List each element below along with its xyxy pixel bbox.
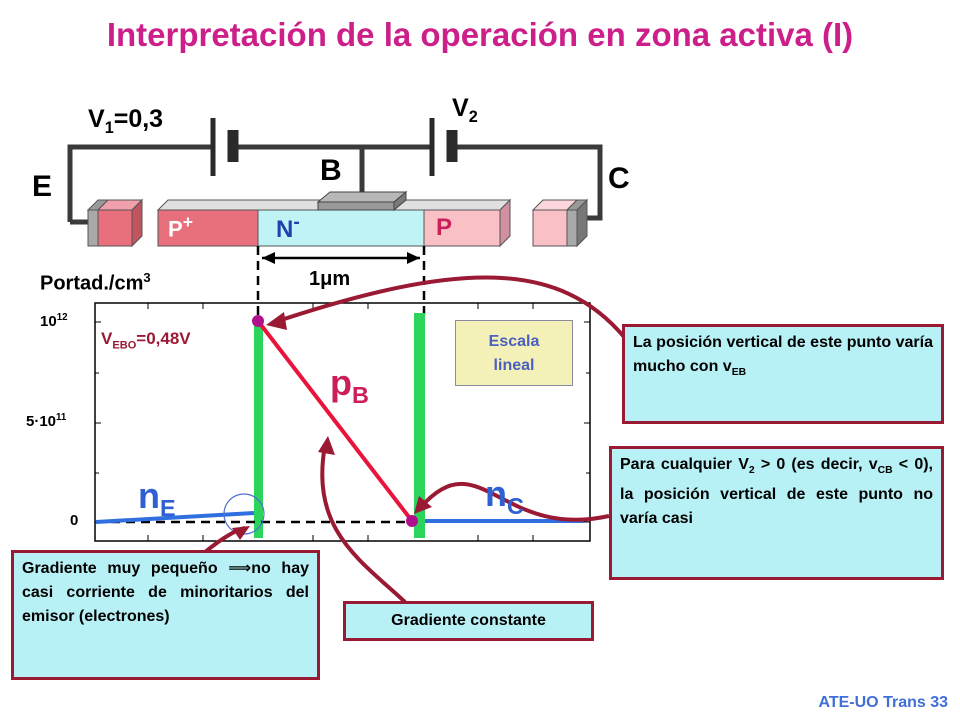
battery-v2 — [429, 118, 458, 176]
y-axis-text: Portad./cm — [40, 272, 144, 295]
v1-value: =0,3 — [113, 105, 164, 133]
note-top-right-text: La posición vertical de este punto varía… — [633, 334, 933, 375]
v2-subscript: 2 — [468, 108, 478, 126]
note-small-gradient: Gradiente muy pequeño ⟹no hay casi corri… — [11, 550, 320, 680]
y-axis-label: Portad./cm3 — [40, 270, 151, 296]
vebo-sub: EBO — [112, 339, 137, 352]
v2-symbol: V — [452, 94, 469, 122]
nc-letter: n — [485, 473, 507, 514]
width-dimension — [262, 252, 420, 264]
region-p — [423, 209, 501, 247]
mu-symbol: μ — [320, 268, 333, 290]
p-plus-sup: + — [182, 212, 193, 232]
transistor-bar — [156, 198, 512, 248]
pb-point-top — [252, 315, 264, 327]
note-left-part1: Gradiente muy pequeño — [22, 560, 229, 577]
region-p-plus — [157, 209, 259, 247]
vebo-value: =0,48V — [136, 329, 191, 348]
note-vertical-position-stable: Para cualquier V2 > 0 (es decir, vCB < 0… — [609, 446, 944, 580]
ytick-mid: 5·1011 — [26, 412, 66, 430]
region-n-minus — [257, 209, 425, 247]
note-vertical-position-varies: La posición vertical de este punto varía… — [622, 324, 944, 424]
pb-sub: B — [352, 382, 369, 409]
note-mid-sub1: 2 — [748, 465, 755, 477]
width-number: 1 — [309, 268, 321, 290]
arrow-top-point — [271, 275, 627, 340]
p-plus-letter: P — [168, 216, 183, 242]
battery-v1 — [210, 118, 239, 176]
arrow-bottom-point — [418, 481, 610, 522]
base-contact — [316, 190, 408, 212]
ytick-mid-base: 5·10 — [26, 413, 57, 430]
pb-letter: p — [330, 362, 352, 403]
implies-arrow-icon: ⟹ — [228, 560, 252, 577]
vebo-label: VEBO=0,48V — [101, 329, 191, 351]
v1-subscript: 1 — [104, 119, 114, 137]
n-minus-letter: N — [276, 216, 294, 243]
arrow-gradient-constant — [320, 444, 407, 604]
page-title: Interpretación de la operación en zona a… — [106, 16, 854, 53]
depletion-bar-eb — [254, 318, 263, 538]
v2-label: V2 — [452, 94, 478, 127]
region-p-plus-label: P+ — [168, 212, 193, 242]
escala-line-1: Escala — [488, 333, 540, 350]
note-mid-sub2: CB — [877, 465, 893, 477]
note-left-part2: no hay casi corriente de minoritarios de… — [22, 560, 309, 625]
base-terminal-label: B — [320, 154, 342, 187]
wire-emitter — [67, 144, 213, 222]
note-constant-gradient: Gradiente constante — [343, 601, 594, 641]
note-mid-part3: < 0), la posición vertical de este punto… — [620, 456, 933, 528]
depletion-bar-cb — [414, 313, 425, 538]
ne-line — [95, 511, 255, 524]
note-center-text: Gradiente constante — [391, 612, 546, 629]
escala-line-2: lineal — [493, 357, 535, 374]
circuit-wires — [67, 144, 603, 225]
ne-sub: E — [160, 495, 176, 522]
ytick-zero: 0 — [70, 512, 79, 529]
nc-sub: C — [507, 493, 524, 520]
region-n-minus-label: N- — [276, 212, 300, 244]
pb-point-bottom — [406, 515, 418, 527]
collector-contact-block — [531, 198, 589, 248]
note-mid-part2: > 0 (es decir, v — [754, 456, 878, 473]
vebo-symbol: V — [101, 329, 113, 348]
emitter-terminal-label: E — [32, 170, 53, 203]
ne-letter: n — [138, 475, 160, 516]
width-label: 1μm — [309, 268, 350, 291]
ne-label: nE — [138, 475, 176, 522]
width-unit: m — [332, 268, 351, 290]
pb-line — [256, 319, 414, 523]
emitter-contact-block — [86, 198, 144, 248]
ytick-top-exp: 12 — [56, 312, 68, 323]
v1-symbol: V — [88, 105, 105, 133]
wire-collector — [452, 144, 603, 221]
ytick-top: 1012 — [40, 312, 68, 330]
ytick-top-base: 10 — [40, 313, 57, 330]
nc-label: nC — [485, 473, 524, 520]
note-mid-part1: Para cualquier V — [620, 456, 749, 473]
n-minus-sup: - — [293, 212, 300, 233]
arrow-heads — [232, 312, 432, 540]
ytick-mid-exp: 11 — [56, 412, 67, 423]
linear-scale-note: Escala lineal — [455, 320, 573, 386]
y-axis-sup: 3 — [143, 270, 151, 285]
pb-label: pB — [330, 362, 369, 409]
slide-footer: ATE-UO Trans 33 — [818, 694, 948, 711]
region-p-label: P — [436, 214, 453, 241]
note-top-right-sub: EB — [731, 367, 747, 379]
collector-terminal-label: C — [608, 162, 630, 195]
v1-label: V1=0,3 — [88, 105, 163, 138]
